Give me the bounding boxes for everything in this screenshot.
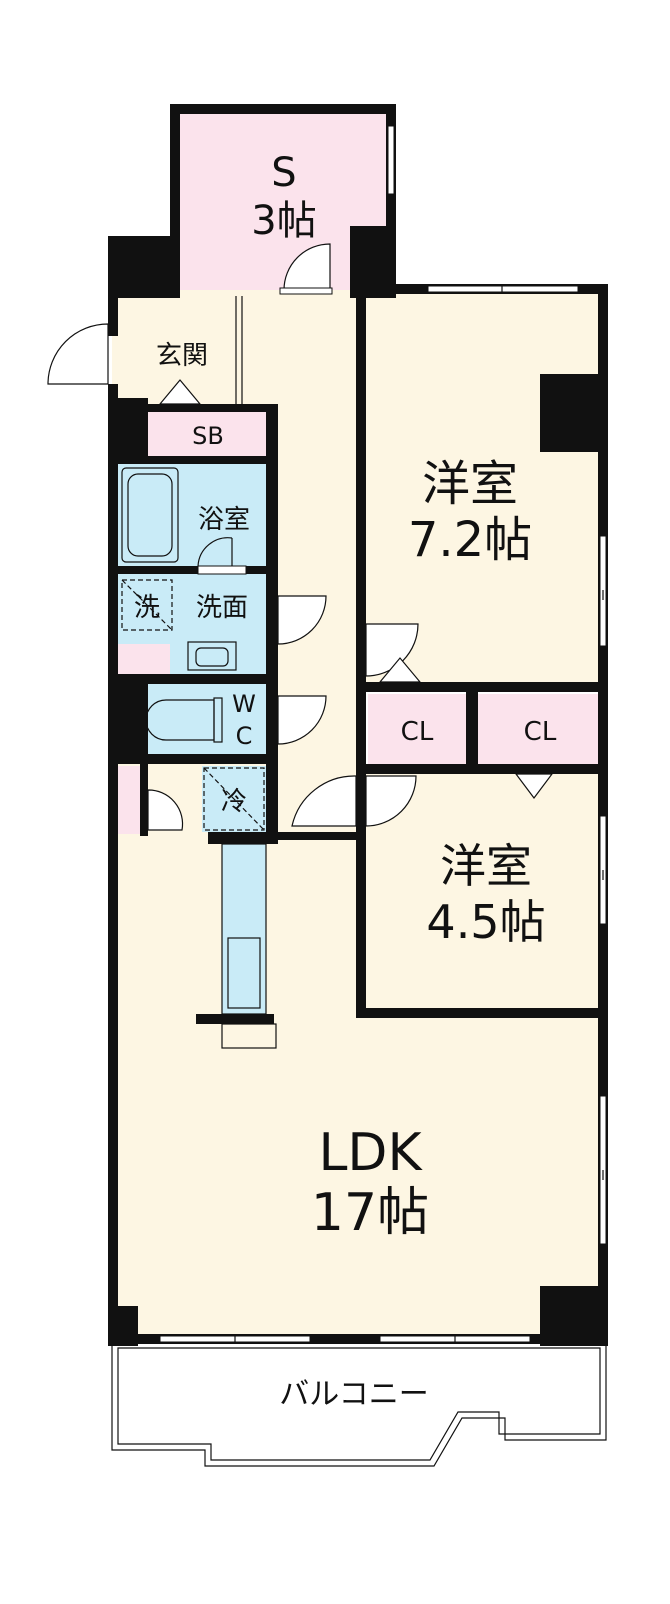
closet-1-fill — [368, 694, 466, 764]
washroom-storage-fill — [116, 644, 170, 674]
fixtures — [121, 467, 277, 1049]
washroom-door — [277, 595, 327, 645]
washroom-label: 洗面 — [196, 593, 248, 623]
western-2-door — [365, 775, 417, 827]
washbasin — [187, 641, 237, 671]
ldk-name: LDK — [318, 1123, 423, 1183]
ldk-area: 17帖 — [311, 1183, 429, 1243]
wc-label-c: C — [236, 722, 253, 750]
walls — [108, 104, 608, 1346]
wc-fill — [148, 684, 270, 754]
kitchen-counter — [221, 843, 267, 1015]
washer-label: 洗 — [134, 593, 160, 623]
kitchen-counter-fill — [222, 844, 266, 1014]
entrance-door — [47, 323, 109, 385]
shoe-box-label: SB — [192, 422, 224, 450]
closet-2-fill — [478, 694, 602, 764]
fridge-label: 冷 — [221, 787, 247, 817]
toilet-bowl — [145, 699, 215, 741]
s-room-name: S — [271, 150, 296, 196]
balcony — [111, 1341, 607, 1467]
wc-label-w: W — [232, 690, 256, 718]
wc-door — [277, 695, 327, 745]
labels: S 3帖 玄関 SB 浴室 洗 洗面 W C 冷 洋室 7.2帖 CL CL 洋… — [134, 150, 557, 1412]
washbasin-bowl — [195, 647, 229, 667]
western-2-area: 4.5帖 — [426, 895, 545, 949]
kitchen-rack — [221, 1023, 277, 1049]
washer-space — [121, 579, 173, 631]
balcony-label: バルコニー — [279, 1377, 428, 1412]
western-1-floor — [362, 290, 608, 688]
western-1-area: 7.2帖 — [408, 512, 532, 568]
s-room-area: 3帖 — [251, 198, 316, 244]
shoe-box-fill — [148, 412, 270, 456]
closet-2-label: CL — [524, 717, 557, 747]
closet-1-label: CL — [401, 717, 434, 747]
bathroom-fill — [116, 462, 270, 568]
fridge-space — [203, 767, 265, 831]
s-room-door — [283, 243, 331, 291]
western-2-name: 洋室 — [440, 839, 532, 893]
corridor-door — [291, 775, 357, 827]
bathtub — [121, 467, 179, 563]
bathtub-inner — [127, 473, 173, 557]
western-1-name: 洋室 — [422, 456, 518, 512]
windows — [159, 125, 607, 1343]
kitchen-sink — [227, 937, 261, 1009]
entrance-label: 玄関 — [156, 341, 208, 371]
bathroom-label: 浴室 — [198, 505, 250, 535]
doors — [47, 243, 554, 831]
storage-door — [147, 789, 184, 831]
storage-small-fill — [118, 766, 140, 834]
